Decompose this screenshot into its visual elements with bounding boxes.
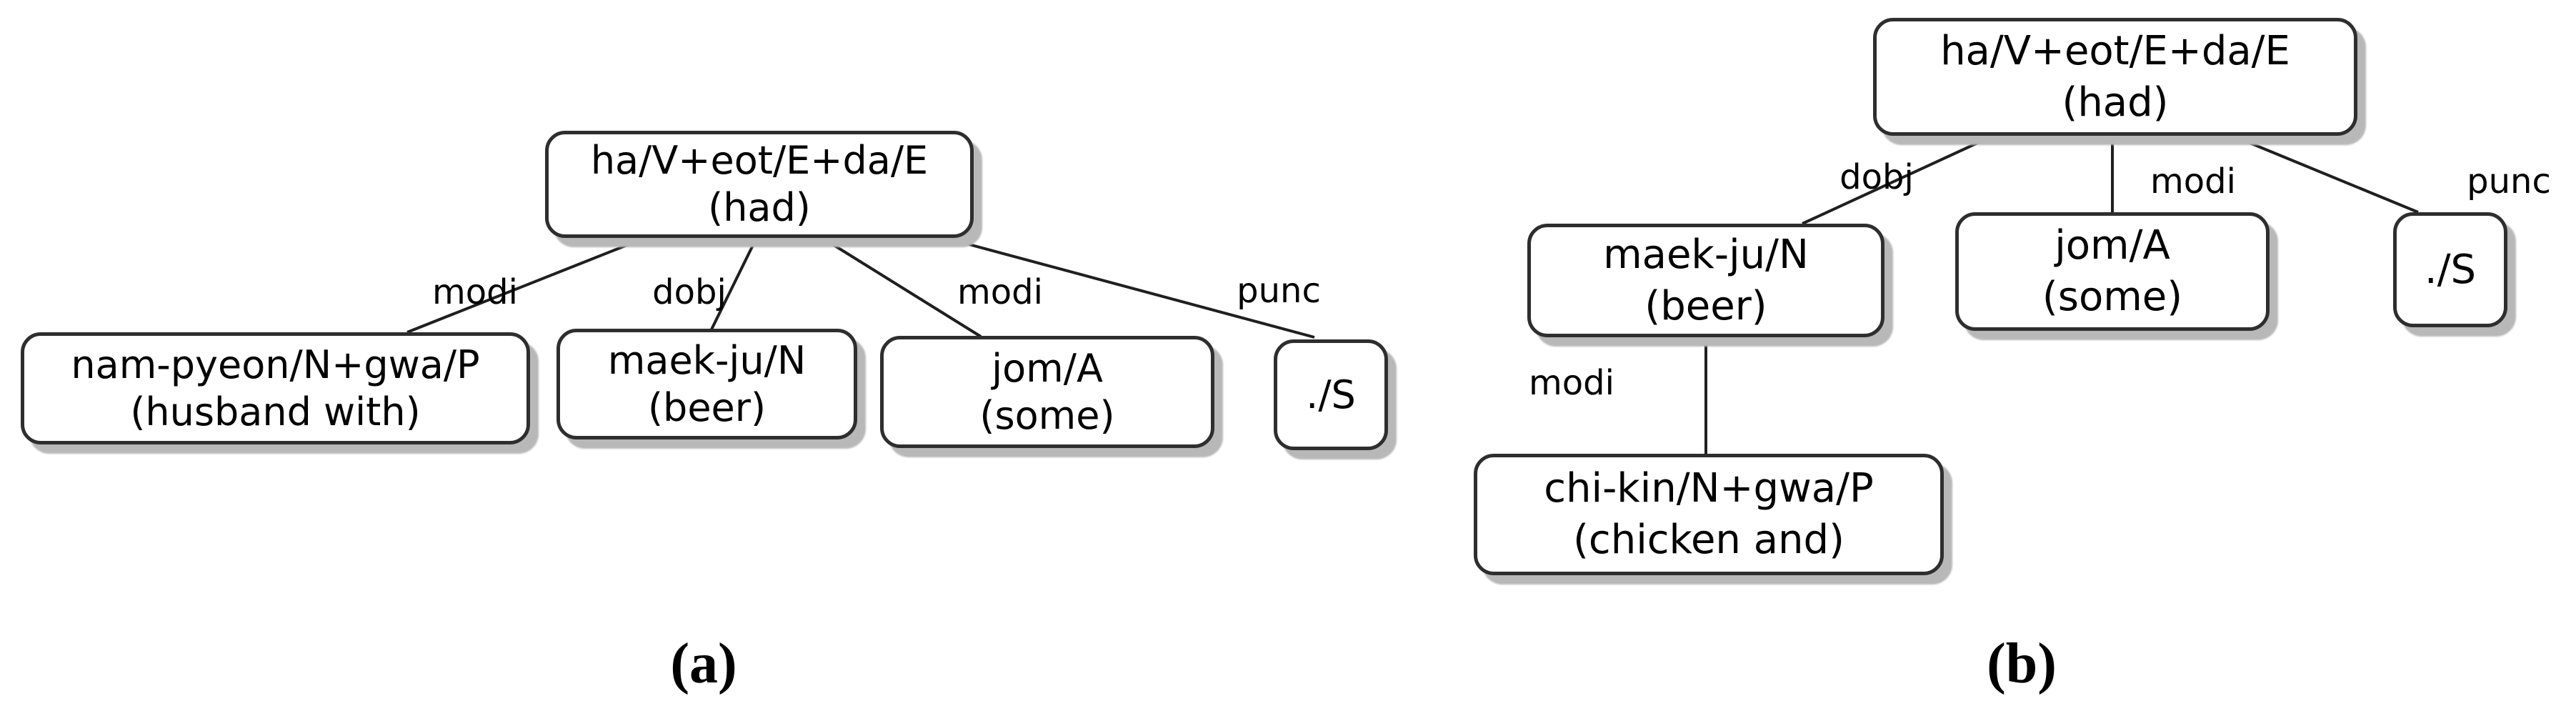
node-morpheme-text: nam-pyeon/N+gwa/P xyxy=(71,342,480,387)
edge-a-root-beer xyxy=(709,237,758,332)
node-gloss-text: (beer) xyxy=(1644,282,1767,329)
node-gloss-text: (husband with) xyxy=(130,389,421,434)
node-morpheme-text: ha/V+eot/E+da/E xyxy=(1940,27,2290,74)
node-morpheme-text: ha/V+eot/E+da/E xyxy=(590,138,929,183)
edge-a-root-some xyxy=(821,237,982,338)
edge-label-modi-chicken-b: modi xyxy=(1529,363,1614,403)
tree-a-punc-node: ./S xyxy=(1274,339,1388,450)
tree-b-root-node: ha/V+eot/E+da/E (had) xyxy=(1873,18,2357,136)
caption-a: (a) xyxy=(670,632,737,695)
node-gloss-text: (chicken and) xyxy=(1573,517,1844,563)
tree-a-some-node: jom/A (some) xyxy=(880,336,1214,448)
edge-b-root-beer xyxy=(1802,134,1994,225)
node-morpheme-text: maek-ju/N xyxy=(1603,231,1809,278)
edge-label-modi-husband: modi xyxy=(432,272,518,312)
tree-a-beer-node: maek-ju/N (beer) xyxy=(556,329,857,439)
node-gloss-text: (had) xyxy=(2062,79,2169,126)
edge-label-dobj-beer: dobj xyxy=(652,272,727,312)
edge-a-root-punc xyxy=(944,237,1315,339)
node-morpheme-text: maek-ju/N xyxy=(607,337,807,383)
node-gloss-text: (some) xyxy=(2042,274,2183,320)
tree-b-some-node: jom/A (some) xyxy=(1955,212,2270,331)
tree-a-root-node: ha/V+eot/E+da/E (had) xyxy=(545,131,974,238)
edge-label-dobj-beer-b: dobj xyxy=(1839,157,1914,197)
edge-label-modi-some-b: modi xyxy=(2150,161,2236,202)
tree-b-punc-node: ./S xyxy=(2393,212,2507,327)
node-gloss-text: (some) xyxy=(979,392,1115,438)
caption-b: (b) xyxy=(1987,632,2057,695)
edge-label-modi-some: modi xyxy=(957,272,1043,312)
node-gloss-text: (had) xyxy=(708,185,811,230)
node-morpheme-text: ./S xyxy=(1306,372,1356,417)
edge-label-punc-b: punc xyxy=(2467,161,2551,202)
edge-b-root-punc xyxy=(2232,134,2419,214)
node-morpheme-text: jom/A xyxy=(2055,222,2170,269)
node-morpheme-text: chi-kin/N+gwa/P xyxy=(1544,465,1874,512)
node-gloss-text: (beer) xyxy=(647,384,767,430)
tree-b-chicken-node: chi-kin/N+gwa/P (chicken and) xyxy=(1474,454,1944,575)
edge-label-punc: punc xyxy=(1237,271,1321,311)
tree-a-husband-node: nam-pyeon/N+gwa/P (husband with) xyxy=(21,332,530,444)
tree-b-beer-node: maek-ju/N (beer) xyxy=(1527,224,1884,337)
node-morpheme-text: jom/A xyxy=(992,345,1103,391)
node-morpheme-text: ./S xyxy=(2424,246,2477,293)
edge-a-root-husband xyxy=(406,237,646,334)
